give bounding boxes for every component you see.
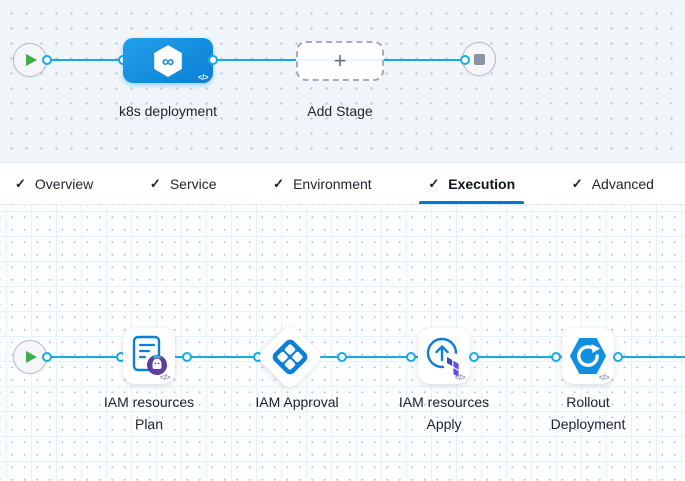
stage-label: k8s deployment [118,103,218,119]
plus-icon: + [333,48,347,73]
port-start-out [42,55,52,65]
rollout-icon [570,338,606,374]
pipeline-start-node [13,43,47,77]
step-node-iam-approval[interactable] [256,323,324,391]
execution-graph-canvas[interactable]: </> [0,205,685,481]
yaml-code-icon: </> [598,373,610,382]
step-node-iam-resources-plan[interactable]: </> [123,328,175,384]
port-step3-out [469,352,479,362]
port-end-in [460,55,470,65]
tab-label: Overview [34,175,94,192]
yaml-code-icon: </> [454,373,466,382]
stage-flow-line [30,59,466,61]
tab-overview[interactable]: ✓ Overview [6,163,102,204]
yaml-code-icon: </> [197,73,209,82]
play-icon [26,351,37,363]
port-step2-out [337,352,347,362]
step-node-iam-resources-apply[interactable]: </> [418,328,470,384]
step-label-iam-resources-apply: IAM resources Apply [398,394,490,432]
check-icon: ✓ [15,175,26,191]
add-stage-label: Add Stage [307,103,373,119]
stage-node-k8s-deployment[interactable]: ∞ </> [123,38,213,83]
execution-flow-line [30,356,685,358]
step-label-iam-resources-plan: IAM resources Plan [103,394,195,432]
cd-stage-hexagon-icon: ∞ [154,44,182,77]
check-icon: ✓ [273,175,285,191]
svg-text:∞: ∞ [162,51,174,70]
play-icon [26,54,37,66]
tab-label: Environment [293,175,372,192]
terraform-apply-icon [426,337,465,377]
port-step1-out [182,352,192,362]
tab-service[interactable]: ✓ Service [141,163,226,204]
port-step4-out [613,352,623,362]
step-label-rollout-deployment: Rollout Deployment [550,394,626,432]
port-stage-out [208,55,218,65]
tab-label: Advanced [591,175,654,192]
stage-graph-canvas[interactable]: ∞ </> + k8s deployment Add Stage [0,0,685,163]
terraform-plan-icon [132,335,167,375]
tab-environment[interactable]: ✓ Environment [264,163,381,204]
check-icon: ✓ [571,175,583,191]
check-icon: ✓ [149,175,161,191]
check-icon: ✓ [428,175,440,191]
yaml-code-icon: </> [159,373,171,382]
tab-label: Execution [448,175,516,192]
port-exec-start-out [42,352,52,362]
port-step3-in [406,352,416,362]
step-label-iam-approval: IAM Approval [255,394,339,410]
stop-icon [473,53,485,65]
port-step4-in [551,352,561,362]
tab-advanced[interactable]: ✓ Advanced [563,163,663,204]
step-node-rollout-deployment[interactable]: </> [562,328,614,384]
add-stage-button[interactable]: + [296,41,384,81]
tab-execution[interactable]: ✓ Execution [419,163,524,204]
tab-label: Service [169,175,217,192]
stage-config-tabs: ✓ Overview ✓ Service ✓ Environment ✓ Exe… [0,163,685,205]
